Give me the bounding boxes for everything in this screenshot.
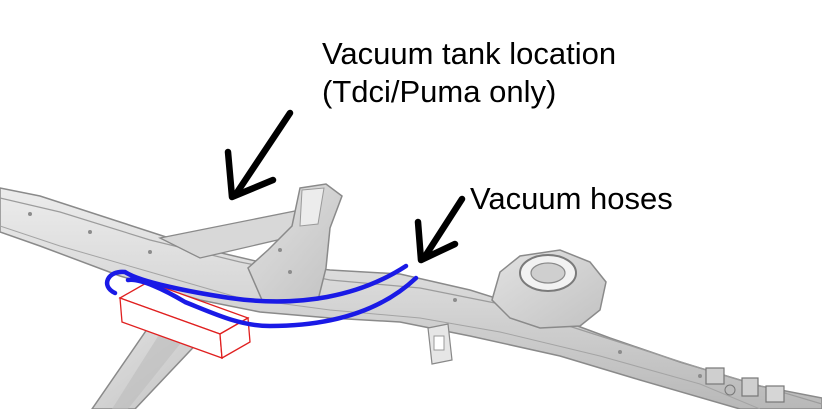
vacuum-hoses: [104, 263, 419, 329]
rail-bracket: [427, 323, 453, 365]
tank-label-line2: (Tdci/Puma only): [322, 74, 557, 109]
tank-label-line1: Vacuum tank location: [322, 36, 617, 71]
shackle-mount: [491, 249, 607, 329]
end-fittings: [705, 367, 785, 403]
hoses-label-text: Vacuum hoses: [470, 181, 673, 216]
tank-location-label: Vacuum tank location (Tdci/Puma only): [322, 35, 616, 111]
hoses-label: Vacuum hoses: [470, 180, 673, 218]
vacuum-tank: [118, 281, 251, 360]
arrow-down-left-icon: [224, 109, 294, 201]
arrow-down-left-icon: [414, 195, 466, 264]
